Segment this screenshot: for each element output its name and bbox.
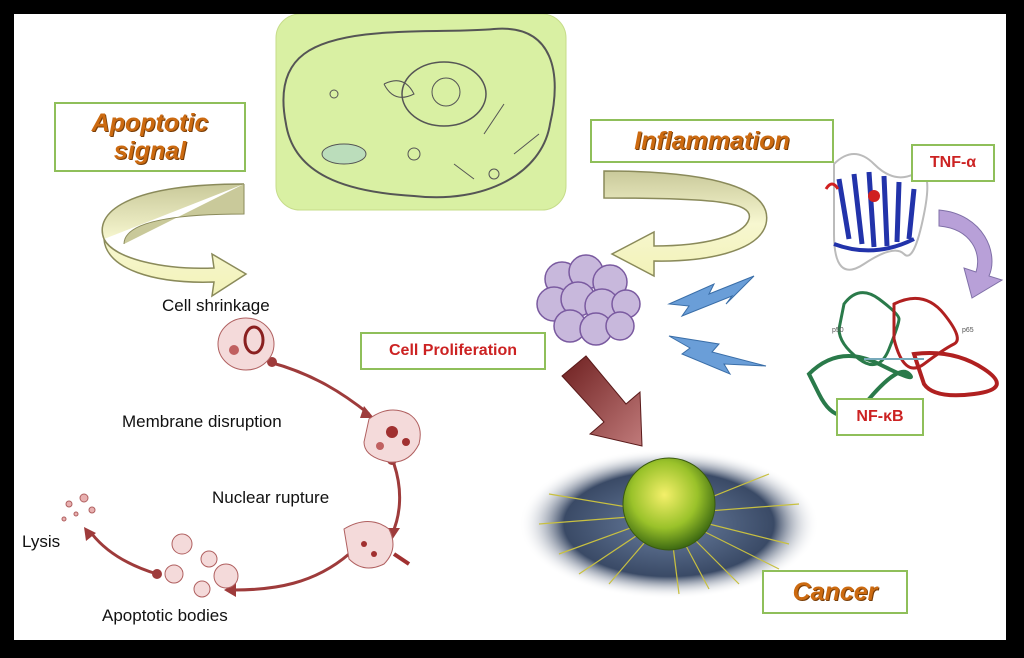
p65-label: p65	[962, 327, 974, 334]
apoptotic-bodies-label: Apoptotic bodies	[102, 606, 228, 625]
proliferating-cells	[536, 254, 641, 346]
tnf-protein-structure	[824, 153, 929, 271]
apoptotic-curved-arrow	[101, 183, 248, 298]
inflammation-label: Inflammation	[634, 126, 790, 155]
apoptotic-signal-label: Apoptotic signal	[91, 109, 209, 165]
lysis-label: Lysis	[22, 532, 61, 551]
diagram-canvas: p50 p65	[61, 14, 1004, 599]
tnf-to-nfkb-arrow	[938, 209, 1004, 299]
membrane-disruption-cell	[363, 409, 421, 463]
membrane-disruption-label: Membrane disruption	[122, 412, 282, 431]
lysis-fragments	[61, 493, 96, 522]
inflammation-curved-arrow	[603, 170, 768, 278]
shrinking-cell	[217, 317, 275, 371]
apoptotic-bodies-cells	[164, 533, 239, 598]
cancer-box: Cancer	[762, 570, 908, 614]
nuclear-rupture-label: Nuclear rupture	[212, 488, 330, 507]
proliferation-to-cancer-arrow	[561, 355, 643, 447]
inflammation-box: Inflammation	[590, 119, 834, 163]
nfkb-box: NF-κB	[836, 398, 924, 436]
cell-illustration	[275, 14, 567, 211]
cell-shrinkage-label: Cell shrinkage	[162, 296, 270, 315]
nfkb-protein-structure: p50 p65	[806, 291, 999, 418]
apoptotic-signal-box: Apoptotic signal	[54, 102, 246, 172]
lightning-bolt-icon	[667, 275, 755, 318]
cancer-cell-image	[519, 449, 819, 599]
tnf-label: TNF-α	[929, 154, 977, 171]
cancer-label: Cancer	[792, 577, 878, 606]
lightning-bolt-icon	[668, 335, 767, 376]
nfkb-label: NF-κB	[856, 408, 904, 425]
cell-proliferation-label: Cell Proliferation	[388, 342, 518, 359]
nuclear-rupture-cell	[343, 521, 411, 569]
tnf-box: TNF-α	[911, 144, 995, 182]
p50-label: p50	[832, 327, 844, 334]
cell-proliferation-box: Cell Proliferation	[360, 332, 546, 370]
diagram-frame: p50 p65	[14, 14, 1006, 640]
